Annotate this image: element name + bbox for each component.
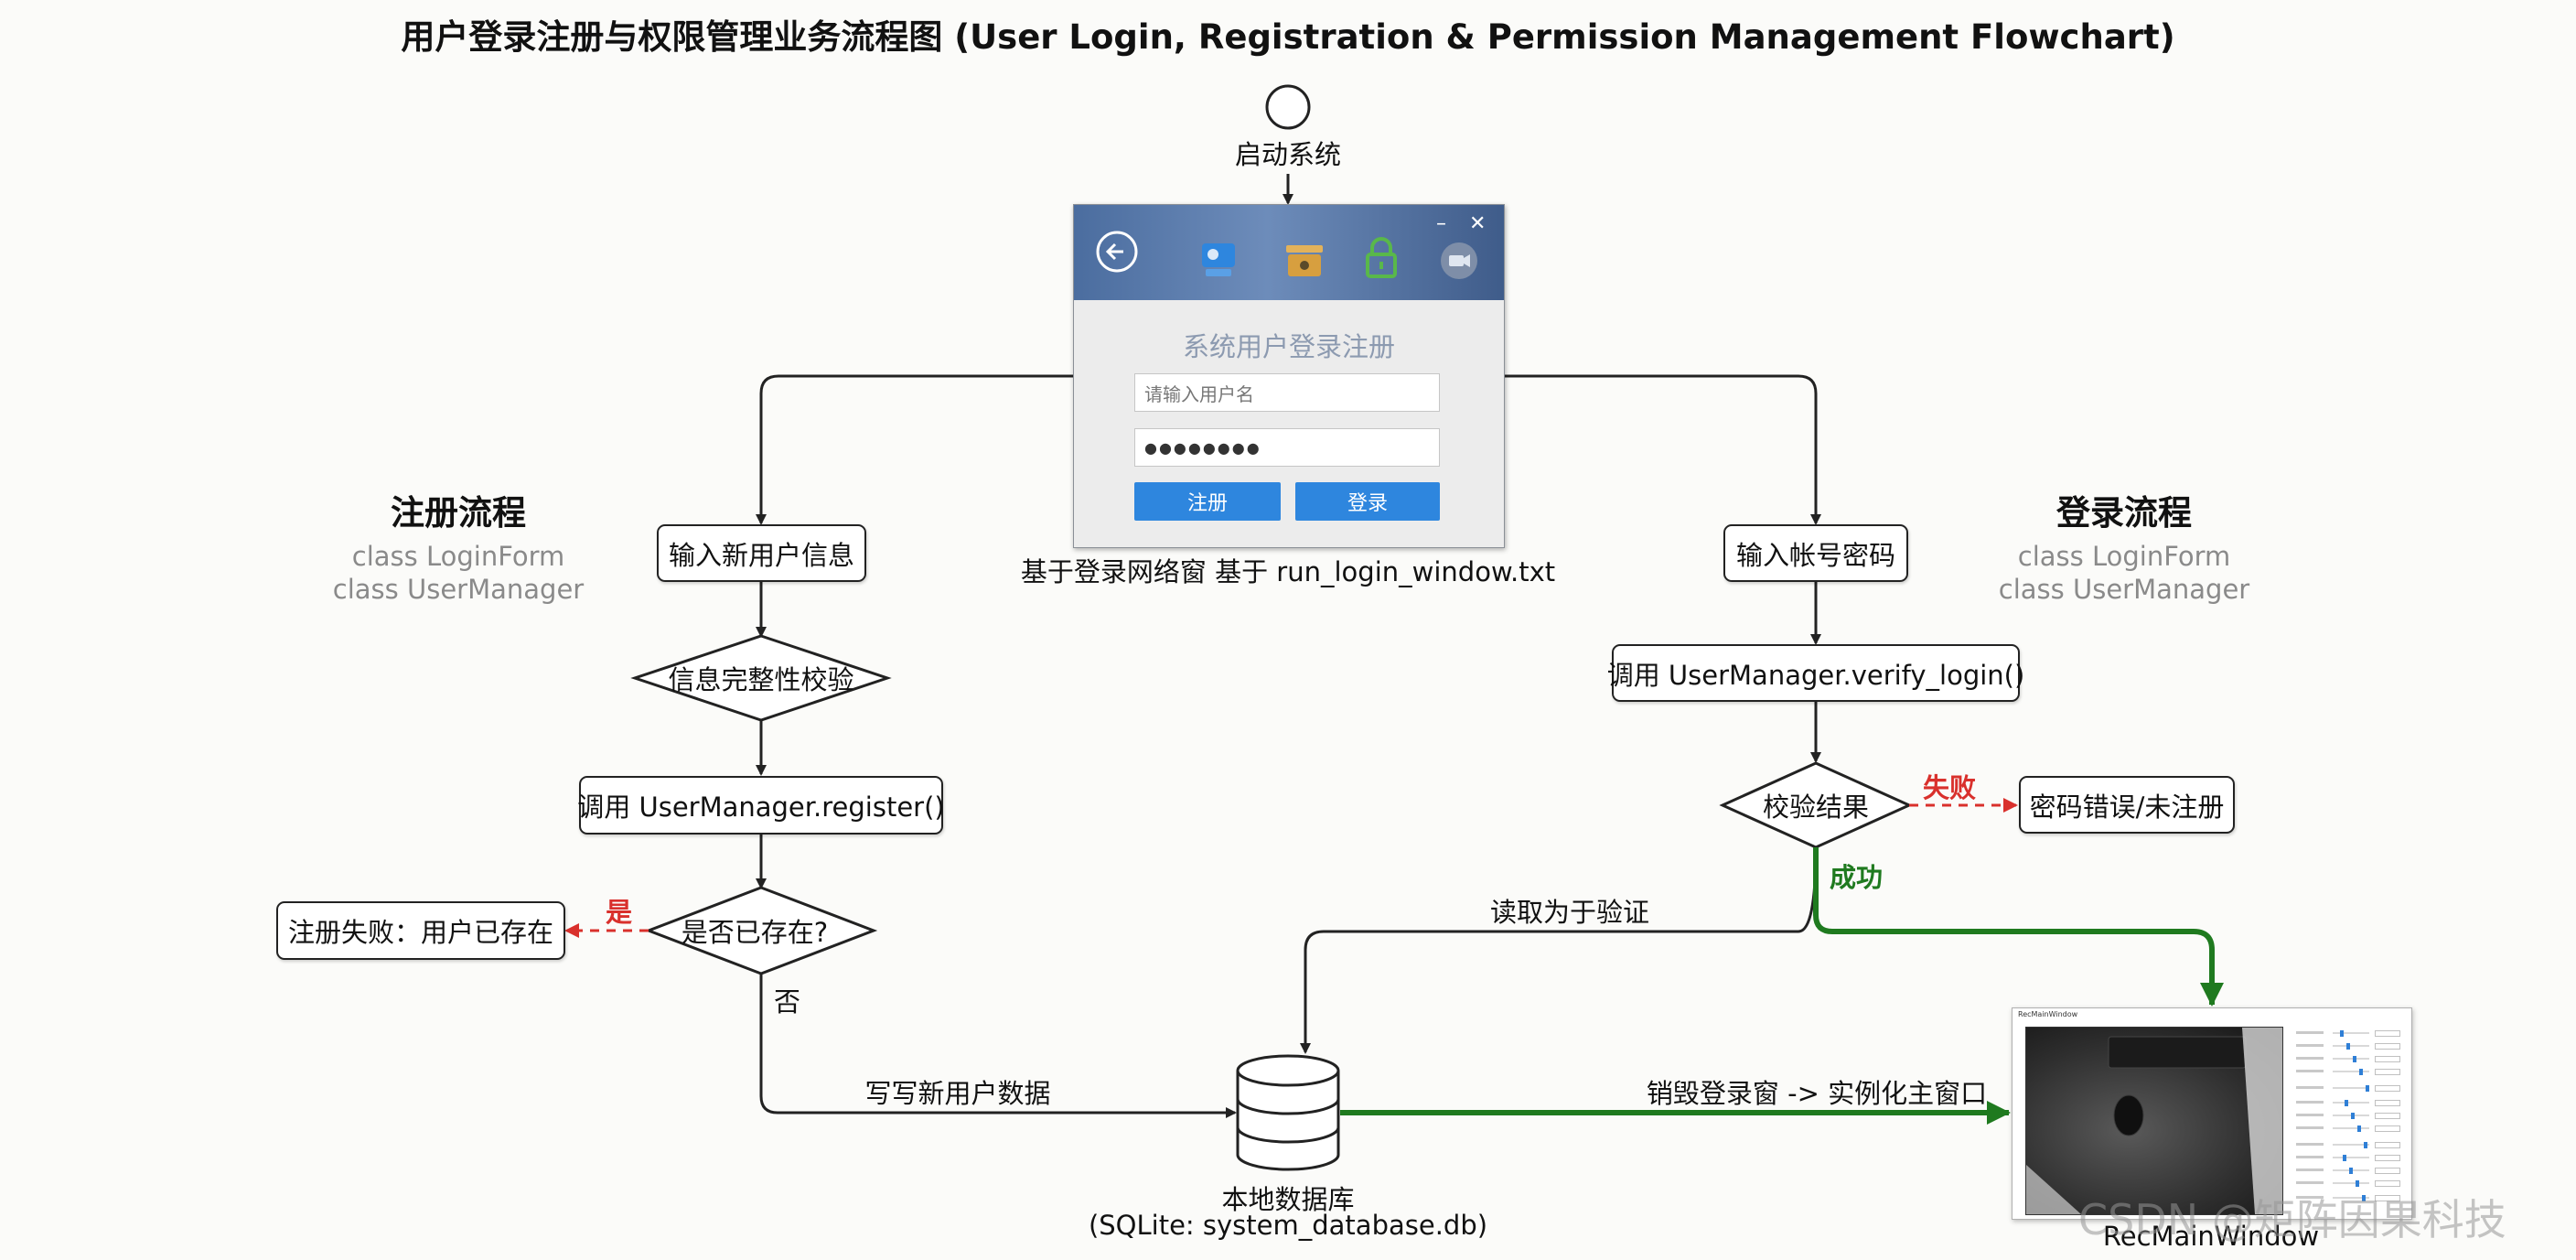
database-icon xyxy=(1236,1054,1340,1171)
camera-icon xyxy=(1441,242,1477,279)
to-register-arrow xyxy=(756,374,1073,525)
password-input[interactable]: ●●●●●●●● xyxy=(1134,428,1440,467)
camera-preview xyxy=(2025,1027,2283,1215)
register-section-class-2: class UserManager xyxy=(332,574,585,605)
panel-control-row[interactable] xyxy=(2296,1085,2402,1092)
panel-control-row[interactable] xyxy=(2296,1125,2402,1132)
username-input[interactable]: 请输入用户名 xyxy=(1134,373,1440,412)
panel-control-row[interactable] xyxy=(2296,1043,2402,1050)
main-window-label: RecMainWindow xyxy=(2102,1221,2320,1252)
panel-control-row[interactable] xyxy=(2296,1113,2402,1119)
minimize-icon[interactable]: – xyxy=(1436,212,1446,235)
input-new-user-box: 输入新用户信息 xyxy=(657,524,866,582)
write-data-label: 写写新用户数据 xyxy=(864,1078,1051,1109)
register-section: 注册流程 class LoginForm class UserManager xyxy=(333,485,584,606)
panel-control-row[interactable] xyxy=(2296,1056,2402,1062)
register-section-heading: 注册流程 xyxy=(391,493,526,533)
read-verify-label: 读取为于验证 xyxy=(1489,897,1650,928)
login-fail-box: 密码错误/未注册 xyxy=(2019,776,2235,834)
panel-control-row[interactable] xyxy=(2296,1069,2402,1075)
login-section: 登录流程 class LoginForm class UserManager xyxy=(1999,485,2249,606)
validate-diamond xyxy=(630,634,892,722)
login-section-class-1: class LoginForm xyxy=(2017,541,2231,572)
login-section-class-2: class UserManager xyxy=(1998,574,2250,605)
panel-control-row[interactable] xyxy=(2296,1168,2402,1174)
call-register-box: 调用 UserManager.register() xyxy=(577,776,945,835)
register-section-class-1: class LoginForm xyxy=(351,541,565,572)
database-sub-label: (SQLite: system_database.db) xyxy=(1088,1210,1488,1241)
login-window: – ✕ 系统用户登录注册 请输入用户名 ●●●●●●●● 注册 登录 xyxy=(1073,204,1505,548)
result-check-label: 校验结果 xyxy=(1762,792,1870,823)
database-label: 本地数据库 xyxy=(1221,1184,1355,1215)
exists-check-label: 是否已存在? xyxy=(681,917,829,948)
main-control-panel xyxy=(2292,1021,2406,1213)
lock-icon xyxy=(1366,237,1397,278)
register-fail-box: 注册失败：用户已存在 xyxy=(276,901,565,960)
login-window-caption: 基于登录网络窗 基于 run_login_window.txt xyxy=(1020,556,1556,587)
start-node xyxy=(1265,84,1311,130)
panel-control-row[interactable] xyxy=(2296,1030,2402,1037)
destroy-window-label: 销毁登录窗 -> 实例化主窗口 xyxy=(1646,1078,1988,1109)
camera-scene-icon xyxy=(2026,1028,2282,1214)
diagram-title: 用户登录注册与权限管理业务流程图 (User Login, Registrati… xyxy=(401,17,2175,57)
panel-control-row[interactable] xyxy=(2296,1155,2402,1161)
success-label: 成功 xyxy=(1830,862,1884,893)
yes-label: 是 xyxy=(606,897,633,928)
main-window-title: RecMainWindow xyxy=(2018,1010,2078,1018)
fail-label: 失败 xyxy=(1923,772,1977,803)
watermark: CSDN @矩阵因果科技 xyxy=(2078,1195,2506,1244)
panel-control-row[interactable] xyxy=(2296,1100,2402,1106)
input-credentials-box: 输入帐号密码 xyxy=(1723,524,1908,582)
no-label: 否 xyxy=(774,986,801,1018)
validate-label: 信息完整性校验 xyxy=(668,664,854,695)
call-verify-box: 调用 UserManager.verify_login() xyxy=(1607,644,2024,702)
register-button[interactable]: 注册 xyxy=(1134,482,1281,521)
login-button[interactable]: 登录 xyxy=(1295,482,1440,521)
to-login-arrow xyxy=(1503,374,1821,525)
panel-control-row[interactable] xyxy=(2296,1180,2402,1187)
success-arrow xyxy=(1813,847,2224,1007)
back-icon[interactable] xyxy=(1094,229,1140,275)
login-window-header: – ✕ xyxy=(1074,205,1504,300)
read-arrow xyxy=(1300,846,1818,1054)
user-card-icon xyxy=(1202,243,1235,276)
login-window-title: 系统用户登录注册 xyxy=(1182,331,1395,362)
panel-control-row[interactable] xyxy=(2296,1195,2402,1201)
start-label: 启动系统 xyxy=(1234,139,1342,170)
exists-no-arrow xyxy=(759,974,1237,1118)
login-section-heading: 登录流程 xyxy=(2056,493,2192,533)
close-icon[interactable]: ✕ xyxy=(1469,212,1487,235)
main-window-thumbnail: RecMainWindow xyxy=(2012,1007,2412,1220)
archive-icon xyxy=(1286,245,1323,276)
panel-control-row[interactable] xyxy=(2296,1142,2402,1148)
